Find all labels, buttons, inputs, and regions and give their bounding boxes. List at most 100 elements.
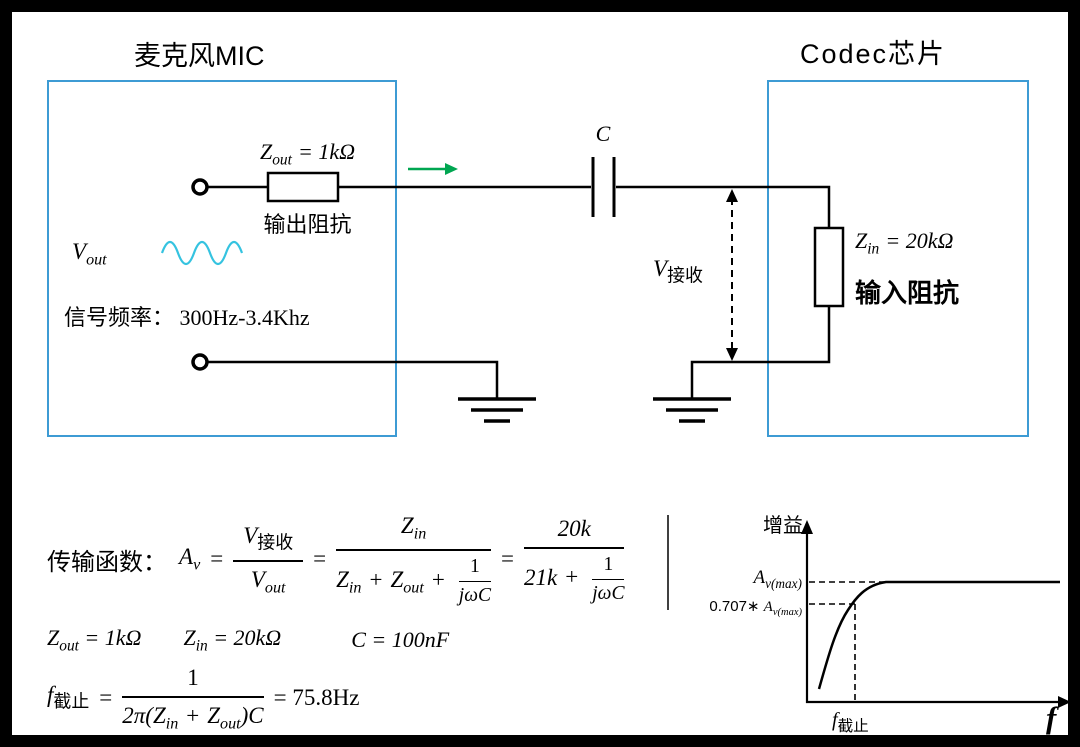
vrec-symbol: V — [243, 522, 258, 548]
codec-section-title: Codec芯片 — [800, 39, 947, 69]
cutoff-frequency-tick-label: f截止 — [832, 709, 869, 735]
wire-capacitor-to-zin — [616, 185, 831, 228]
equals-sign: = — [313, 546, 327, 571]
fraction-denominator: 2π(Zin+Zout)C — [122, 698, 263, 734]
plus-sign: + — [369, 566, 383, 592]
zin-value: = 20kΩ — [885, 228, 954, 253]
vrec-subscript: 接收 — [667, 265, 703, 286]
fraction-cutoff: 1 2π(Zin+Zout)C — [122, 663, 264, 734]
zout-subscript: out — [59, 637, 79, 655]
zin-value: = 20kΩ — [213, 625, 282, 650]
zout-subscript: out — [220, 715, 241, 733]
cutoff-result-value: = 75.8Hz — [273, 685, 360, 710]
av-subscript: v — [193, 556, 201, 574]
zin-symbol: Z — [183, 625, 196, 650]
numerator-one: 1 — [122, 663, 264, 698]
avmax-label: Av(max) — [642, 567, 802, 592]
terminal-bottom — [191, 353, 209, 371]
fraction-vrec-over-vout: V接收 Vout — [233, 521, 304, 598]
vout-subscript: out — [264, 579, 286, 597]
diagram-canvas — [160, 157, 1068, 708]
zin-subscript: in — [165, 715, 179, 733]
wire-zin-to-ground — [690, 306, 831, 398]
sine-wave-icon — [160, 240, 244, 266]
wire-bottom-return — [208, 360, 499, 398]
input-impedance-label: 输入阻抗 — [855, 279, 960, 308]
resistor-zin — [813, 226, 845, 308]
avmax-symbol: A — [763, 598, 773, 615]
numerator-one: 1 — [592, 554, 625, 580]
mic-section-title: 麦克风MIC — [134, 41, 265, 71]
vout-symbol: V — [72, 239, 87, 264]
avmax-707-label: 0.707∗ Av(max) — [642, 597, 802, 618]
capacitance-value-item: C = 100nF — [351, 627, 449, 653]
zin-symbol: Z — [152, 702, 166, 728]
gain-axis-label: 增益 — [763, 515, 803, 537]
highpass-gain-curve — [817, 580, 1060, 690]
vrec-symbol: V — [653, 256, 668, 281]
vout-symbol: V — [250, 566, 265, 592]
measure-arrow-head-down — [726, 348, 738, 361]
zin-subscript: in — [348, 579, 362, 597]
zout-value-label: Zout = 1kΩ — [225, 139, 390, 169]
denominator-jwc: jωC — [592, 582, 625, 604]
fraction-denominator: Vout — [233, 562, 303, 598]
two-pi-open-paren: 2π( — [122, 702, 153, 728]
equals-sign: = — [501, 546, 515, 571]
zin-value-label: Zin = 20kΩ — [855, 228, 953, 258]
numerator-one: 1 — [458, 556, 492, 582]
plus-sign: + — [186, 702, 200, 728]
zin-subscript: in — [195, 637, 208, 655]
terminal-top — [191, 178, 209, 196]
plus-sign: + — [431, 566, 445, 592]
vrec-subscript: 接收 — [257, 532, 294, 553]
equals-sign: = — [210, 546, 224, 571]
x-axis-arrow-head — [1058, 696, 1068, 708]
v-receive-measure-arrow — [726, 189, 738, 361]
zout-symbol: Z — [207, 702, 221, 728]
capacitor-label: C — [595, 121, 611, 146]
zin-symbol: Z — [400, 513, 414, 539]
avmax-symbol: A — [753, 567, 766, 588]
av-symbol: A — [179, 543, 194, 569]
resistor-zout — [266, 171, 340, 203]
zout-symbol: Z — [259, 139, 273, 164]
measure-arrow-head-up — [726, 189, 738, 202]
output-impedance-label: 输出阻抗 — [263, 212, 352, 237]
fcut-subscript: 截止 — [837, 718, 869, 735]
zout-subscript: out — [272, 151, 292, 169]
equals-sign: = — [99, 685, 113, 710]
close-paren-c: )C — [240, 702, 264, 728]
plus-sign: + — [565, 564, 579, 590]
zin-subscript: in — [413, 525, 427, 543]
fraction-numerator: V接收 — [233, 521, 304, 562]
numerator-20k: 20k — [524, 514, 625, 549]
v-receive-label: V接收 — [653, 255, 703, 288]
arrow-head — [445, 163, 458, 175]
ratio-value: 0.707∗ — [709, 597, 760, 615]
codec-box-outline — [767, 80, 1029, 437]
component-values-line: Zout = 1kΩ Zin = 20kΩ C = 100nF — [47, 625, 449, 655]
signal-frequency-label: 信号频率： 300Hz-3.4Khz — [64, 305, 310, 330]
zout-value-item: Zout = 1kΩ — [47, 625, 141, 655]
gain-frequency-graph — [801, 520, 1068, 708]
capacitor-symbol: C — [351, 627, 366, 653]
capacitance-value: = 100nF — [371, 627, 450, 653]
zin-symbol: Z — [855, 228, 868, 253]
avmax-subscript: v(max) — [772, 606, 802, 618]
zout-symbol: Z — [390, 566, 404, 592]
ground-symbol-right — [653, 397, 731, 423]
mic-box-outline — [47, 80, 397, 437]
zin-subscript: in — [867, 240, 880, 258]
fraction-numerator: Zin — [336, 511, 492, 551]
zout-value: = 1kΩ — [298, 139, 356, 164]
signal-direction-arrow-icon — [408, 163, 458, 175]
zin-value-item: Zin = 20kΩ — [183, 625, 281, 655]
